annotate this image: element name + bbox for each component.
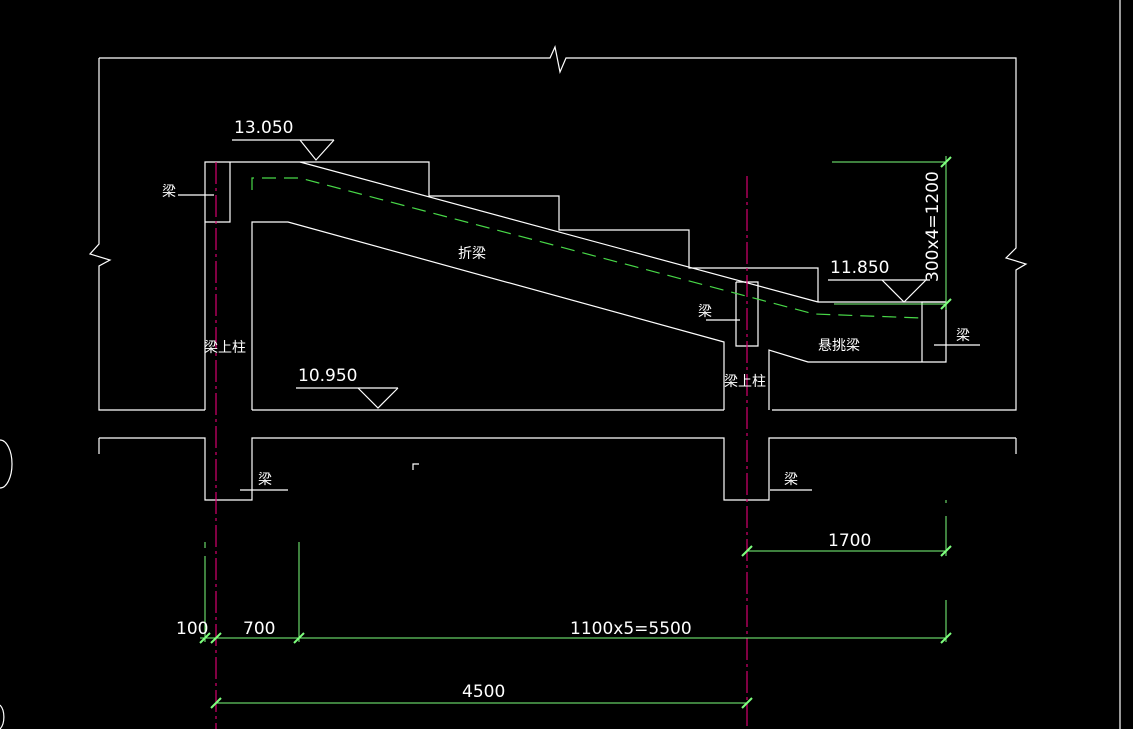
dimension-lines (199, 156, 952, 709)
elevation-top-text: 13.050 (234, 118, 293, 138)
beam-label-right: 梁 (956, 328, 970, 344)
elevation-bottom-text: 10.950 (298, 366, 357, 386)
dim-1200-text: 300x4=1200 (923, 171, 943, 282)
beam-label-top-left: 梁 (162, 184, 176, 200)
left-arc-fragment-bottom (0, 704, 5, 729)
stair-slab-top (299, 161, 819, 303)
dim-5500-text: 1100x5=5500 (570, 619, 692, 639)
dim-1700-text: 1700 (828, 531, 871, 551)
elevation-marker-top: 13.050 (232, 118, 335, 161)
beam-label-mid: 梁 (698, 304, 712, 320)
floor-slab-and-beams (98, 437, 1017, 501)
rebar-line (251, 177, 923, 319)
elevation-marker-landing: 11.850 (828, 258, 930, 303)
column-label-left: 梁上柱 (204, 340, 246, 356)
left-arc-fragment (0, 439, 13, 489)
cantilever-beam-label: 悬挑梁 (818, 338, 860, 354)
outer-frame (88, 45, 1028, 411)
elevation-marker-bottom: 10.950 (296, 366, 399, 409)
left-column (204, 161, 819, 410)
column-label-mid: 梁上柱 (724, 374, 766, 390)
leader-lines (178, 194, 980, 491)
elevation-landing-text: 11.850 (830, 258, 889, 278)
dim-4500-text: 4500 (462, 682, 505, 702)
beam-label-bottom-left: 梁 (258, 472, 272, 488)
dim-700-text: 700 (243, 619, 275, 639)
dim-100-text: 100 (176, 619, 208, 639)
middle-column (735, 281, 947, 410)
folded-beam-label: 折梁 (458, 246, 486, 262)
corner-mark (412, 463, 419, 470)
beam-label-bottom-mid: 梁 (784, 472, 798, 488)
